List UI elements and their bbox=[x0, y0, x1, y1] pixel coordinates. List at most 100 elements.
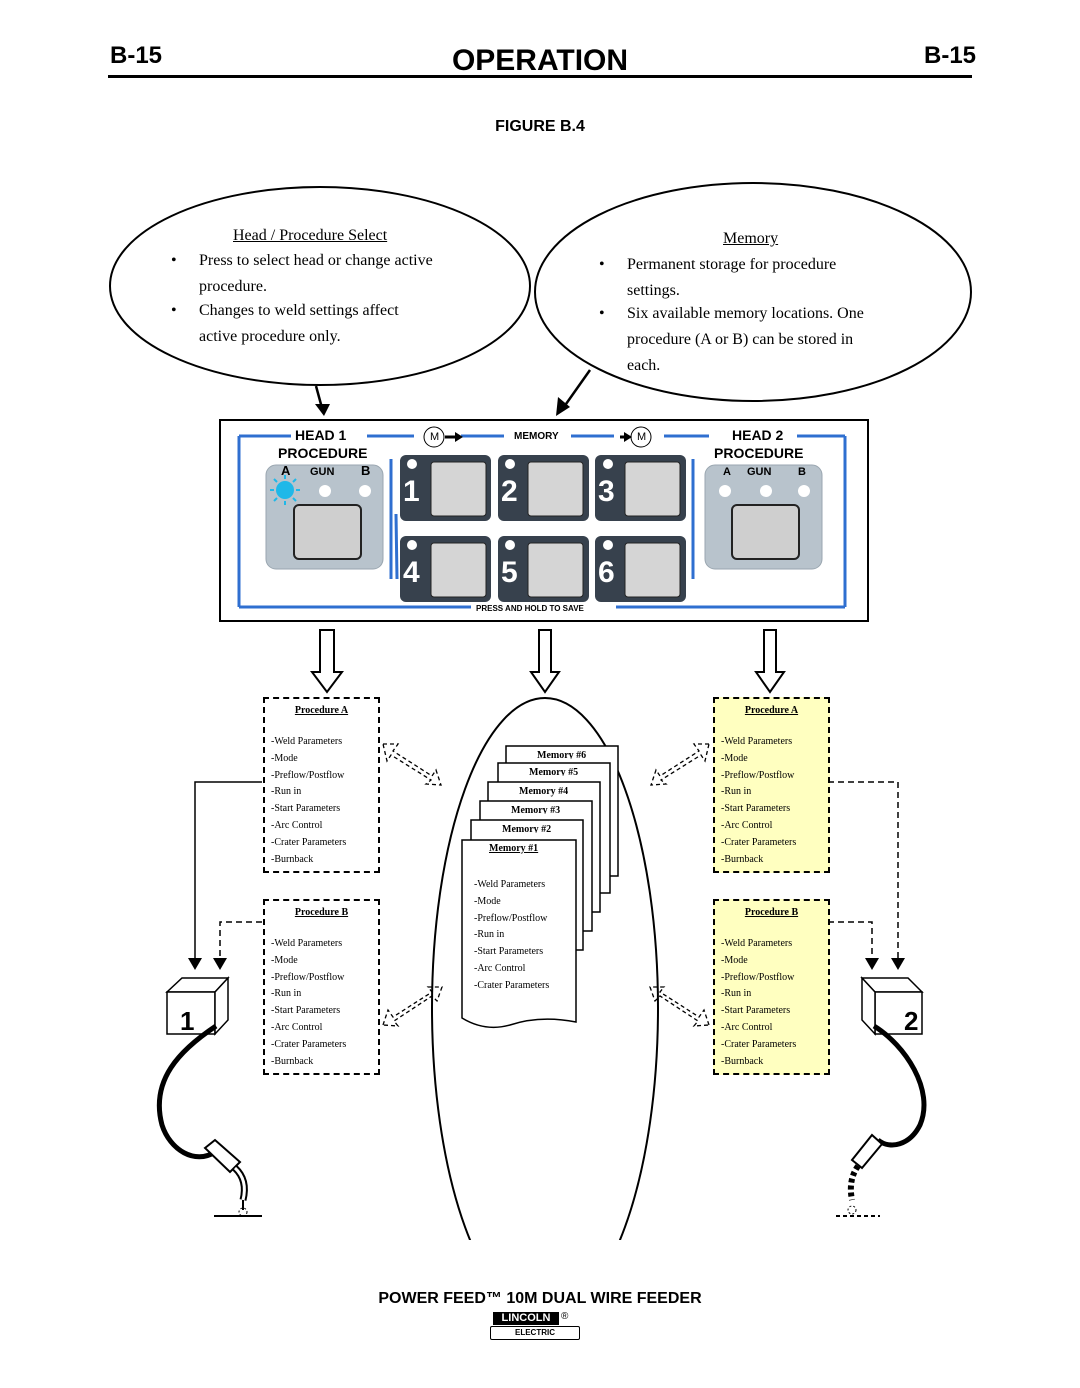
memory-card-front-title: Memory #1 bbox=[489, 843, 539, 854]
memory-button-4[interactable] bbox=[400, 536, 491, 602]
logo-bottom: ELECTRIC bbox=[490, 1326, 580, 1340]
list-item: -Mode bbox=[271, 954, 298, 966]
dashed-arrow-lr bbox=[649, 986, 710, 1027]
memory-card-label-4: Memory #4 bbox=[519, 786, 569, 797]
procedure-title: Procedure A bbox=[744, 705, 799, 716]
list-item: -Run in bbox=[271, 988, 302, 1000]
dashed-arrow-ll bbox=[382, 986, 443, 1027]
callout-graphics bbox=[109, 182, 972, 416]
memory-button-5[interactable] bbox=[498, 536, 589, 602]
memory-digit-6: 6 bbox=[598, 556, 615, 589]
list-item: -Crater Parameters bbox=[721, 1038, 797, 1050]
memory-digit-3: 3 bbox=[598, 475, 615, 508]
list-item: -Preflow/Postflow bbox=[721, 769, 795, 781]
callout-left-bullet-1: • Press to select head or change active … bbox=[171, 248, 433, 300]
down-arrow-center bbox=[529, 629, 561, 694]
list-item: -Start Parameters bbox=[271, 1005, 341, 1017]
feeder-left-number: 1 bbox=[180, 1006, 195, 1036]
logo-mark: ® bbox=[561, 1311, 569, 1322]
list-item: -Arc Control bbox=[474, 962, 526, 974]
callout-right-pointer bbox=[564, 369, 592, 405]
callout-left-line: active procedure only. bbox=[199, 328, 341, 345]
memory-button-1[interactable] bbox=[400, 455, 491, 521]
callout-right-bullet-2: • Six available memory locations. One pr… bbox=[599, 301, 864, 379]
list-item: -Start Parameters bbox=[271, 803, 341, 815]
callout-left-title: Head / Procedure Select bbox=[233, 227, 388, 244]
memory-label: MEMORY bbox=[514, 431, 559, 442]
lincoln-electric-logo: LINCOLN ® ELECTRIC bbox=[490, 1311, 580, 1340]
memory-digit-2: 2 bbox=[501, 475, 518, 508]
m-right-label: M bbox=[637, 431, 647, 443]
list-item: -Burnback bbox=[271, 853, 314, 865]
cable-right bbox=[872, 1023, 927, 1148]
list-item: -Weld Parameters bbox=[271, 736, 343, 747]
dashed-arrow-ur bbox=[650, 743, 710, 786]
list-item: -Burnback bbox=[721, 1055, 764, 1067]
callout-right-line: Permanent storage for procedure bbox=[627, 256, 837, 273]
procedure-list: -Weld Parameters -Mode -Preflow/Postflow… bbox=[265, 734, 378, 868]
gun1-b-label: B bbox=[361, 463, 371, 478]
feeder-right-number: 2 bbox=[904, 1006, 919, 1036]
callout-left-line: Press to select head or change active bbox=[199, 252, 433, 269]
list-item: -Weld Parameters bbox=[474, 879, 546, 890]
list-item: -Preflow/Postflow bbox=[271, 769, 345, 781]
memory-digit-5: 5 bbox=[501, 556, 518, 589]
procedure-title: Procedure B bbox=[294, 907, 349, 918]
memory-card-label-3: Memory #3 bbox=[511, 805, 561, 814]
procedure2-label: PROCEDURE bbox=[714, 445, 804, 461]
list-item: -Arc Control bbox=[721, 819, 773, 831]
list-item: -Weld Parameters bbox=[721, 938, 793, 949]
callout-left-bubble bbox=[109, 186, 531, 386]
gun1-label: GUN bbox=[310, 466, 335, 478]
memory-button-3[interactable] bbox=[595, 455, 686, 521]
logo-top: LINCOLN bbox=[493, 1312, 559, 1325]
wire-right-dashed-a bbox=[828, 781, 899, 958]
procedure-list: -Weld Parameters -Mode -Preflow/Postflow… bbox=[715, 936, 828, 1070]
list-item: -Preflow/Postflow bbox=[271, 971, 345, 983]
procedure-title: Procedure A bbox=[294, 705, 349, 716]
list-item: -Preflow/Postflow bbox=[721, 971, 795, 983]
callout-right-bubble bbox=[534, 182, 972, 402]
list-item: -Burnback bbox=[271, 1055, 314, 1067]
list-item: -Mode bbox=[271, 752, 298, 764]
list-item: -Run in bbox=[474, 929, 505, 941]
callout-left-line: procedure. bbox=[199, 278, 267, 295]
list-item: -Crater Parameters bbox=[271, 1038, 347, 1050]
list-item: -Mode bbox=[721, 954, 748, 966]
list-item: -Mode bbox=[474, 895, 501, 907]
save-hint: PRESS AND HOLD TO SAVE bbox=[476, 604, 584, 613]
wire-left-solid bbox=[194, 781, 262, 958]
list-item: -Arc Control bbox=[271, 1021, 323, 1033]
gun2-b-label: B bbox=[798, 466, 806, 478]
procedure1-label: PROCEDURE bbox=[278, 445, 368, 461]
callout-right-line: settings. bbox=[627, 282, 680, 299]
m-left-label: M bbox=[430, 431, 440, 443]
gun1-a-label: A bbox=[281, 463, 291, 478]
down-arrow-right bbox=[754, 629, 786, 694]
memory-card-label-2: Memory #2 bbox=[502, 824, 552, 833]
wire-right-dashed-b bbox=[828, 921, 873, 958]
list-item: -Crater Parameters bbox=[721, 836, 797, 848]
down-arrow-left bbox=[310, 629, 344, 694]
head1-label: HEAD 1 bbox=[295, 427, 347, 443]
list-item: -Burnback bbox=[721, 853, 764, 865]
memory-digit-4: 4 bbox=[403, 556, 420, 589]
header-rule bbox=[108, 75, 972, 78]
procedure-title: Procedure B bbox=[744, 907, 799, 918]
list-item: -Run in bbox=[271, 786, 302, 798]
list-item: -Start Parameters bbox=[721, 803, 791, 815]
list-item: -Start Parameters bbox=[474, 946, 544, 958]
memory-card-front-list: -Weld Parameters -Mode -Preflow/Postflow… bbox=[474, 877, 549, 995]
page-code-left: B-15 bbox=[110, 42, 163, 69]
memory-card-front bbox=[461, 839, 577, 1029]
control-panel-graphics bbox=[237, 426, 847, 609]
procedure-list: -Weld Parameters -Mode -Preflow/Postflow… bbox=[715, 734, 828, 868]
cable-left bbox=[156, 1023, 218, 1160]
gun2-label: GUN bbox=[747, 466, 772, 478]
memory-button-2[interactable] bbox=[498, 455, 589, 521]
list-item: -Run in bbox=[721, 988, 752, 1000]
gun-right bbox=[836, 1133, 884, 1217]
list-item: -Start Parameters bbox=[721, 1005, 791, 1017]
callout-right-line: procedure (A or B) can be stored in bbox=[627, 331, 854, 348]
memory-button-6[interactable] bbox=[595, 536, 686, 602]
